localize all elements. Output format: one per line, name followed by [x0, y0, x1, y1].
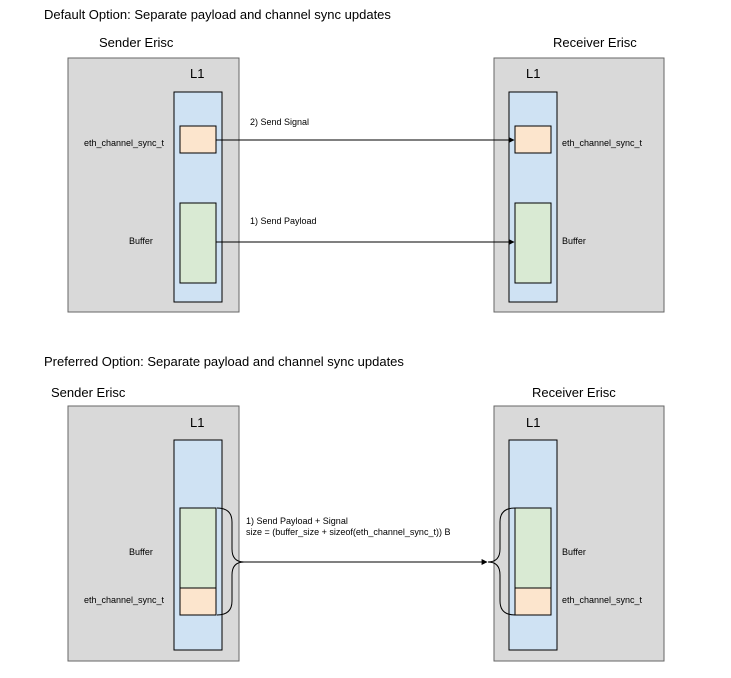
default-sender-sync-label: eth_channel_sync_t — [84, 138, 165, 148]
default-receiver-buffer-label: Buffer — [562, 236, 586, 246]
preferred-option-section: Preferred Option: Separate payload and c… — [44, 354, 665, 662]
default-receiver-sync-label: eth_channel_sync_t — [562, 138, 643, 148]
default-sender-buffer-label: Buffer — [129, 236, 153, 246]
preferred-receiver-brace — [487, 507, 516, 616]
preferred-receiver-sync-label: eth_channel_sync_t — [562, 595, 643, 605]
default-option-title: Default Option: Separate payload and cha… — [44, 7, 391, 22]
default-receiver-sync-block — [514, 125, 552, 154]
default-receiver-label: Receiver Erisc — [553, 35, 637, 50]
preferred-option-title: Preferred Option: Separate payload and c… — [44, 354, 404, 369]
preferred-sender-sync-label: eth_channel_sync_t — [84, 595, 165, 605]
preferred-receiver-buffer-block — [514, 507, 552, 589]
preferred-sender-label: Sender Erisc — [51, 385, 126, 400]
default-sender-label: Sender Erisc — [99, 35, 174, 50]
preferred-sender-l1-label: L1 — [190, 415, 204, 430]
preferred-sender-buffer-label: Buffer — [129, 547, 153, 557]
preferred-receiver-sync-block — [514, 587, 552, 616]
preferred-receiver-l1-label: L1 — [526, 415, 540, 430]
default-payload-arrow-label: 1) Send Payload — [250, 216, 317, 226]
preferred-receiver-label: Receiver Erisc — [532, 385, 616, 400]
default-sender-buffer-block — [179, 202, 217, 284]
default-signal-arrow-label: 2) Send Signal — [250, 117, 309, 127]
default-option-section: Default Option: Separate payload and cha… — [44, 7, 665, 313]
preferred-arrow-label-line1: 1) Send Payload + Signal — [246, 516, 348, 526]
default-sender-sync-block — [179, 125, 217, 154]
default-sender-l1-label: L1 — [190, 66, 204, 81]
default-receiver-l1-label: L1 — [526, 66, 540, 81]
preferred-sender-buffer-block — [179, 507, 217, 589]
preferred-sender-sync-block — [179, 587, 217, 616]
default-receiver-buffer-block — [514, 202, 552, 284]
preferred-receiver-buffer-label: Buffer — [562, 547, 586, 557]
preferred-arrow-label-line2: size = (buffer_size + sizeof(eth_channel… — [246, 527, 450, 537]
